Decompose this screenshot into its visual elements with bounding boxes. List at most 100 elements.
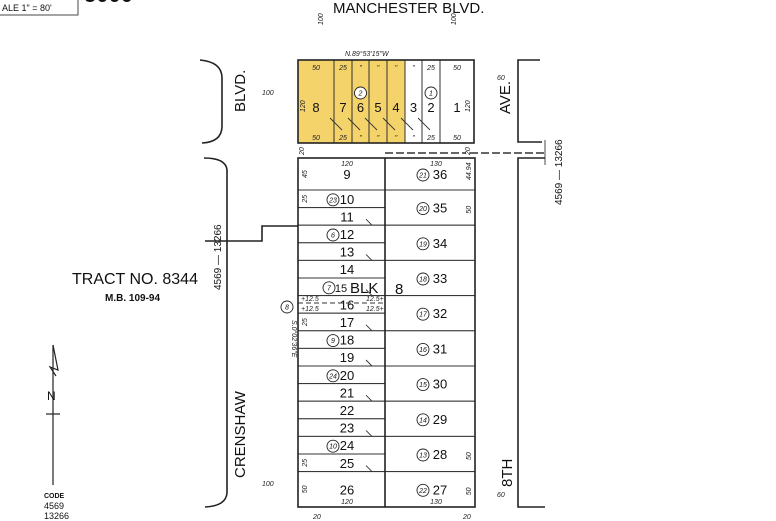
- lot-frontage: 50: [453, 65, 461, 72]
- parcel-number: 1: [429, 91, 433, 98]
- lot-number: 27: [433, 482, 447, 497]
- parcel-circle-icon: [326, 439, 340, 453]
- street-width-crenshaw-2: 100: [262, 90, 274, 97]
- scale-box: ALE 1" = 80' 5000: [0, 0, 133, 16]
- scale-label: ALE 1" = 80': [2, 3, 52, 13]
- lot-12[interactable]: 126: [297, 224, 386, 244]
- lot-tie-mark: [364, 117, 378, 131]
- lot-boundary: [297, 471, 386, 508]
- lot-26[interactable]: 26 120 50: [297, 471, 386, 508]
- lot-number: 19: [340, 350, 354, 365]
- lot-frontage: 25: [338, 135, 347, 142]
- lot-frontage: 25: [426, 135, 435, 142]
- parcel-circle-icon: [416, 413, 430, 427]
- lot-number: 30: [433, 377, 447, 392]
- lot-depth: 120: [300, 100, 307, 112]
- lot-frontage: ": [377, 65, 380, 72]
- lot-depth: 50: [466, 452, 473, 460]
- lot-22[interactable]: 22: [297, 400, 386, 420]
- parcel-circle-icon: [326, 228, 340, 242]
- lot-number: 21: [340, 385, 354, 400]
- lot-16[interactable]: 168+12.5+12.512.5+12.5+: [280, 295, 386, 314]
- alley-width: 20: [299, 147, 306, 156]
- parcel-number: 9: [331, 338, 335, 345]
- lot-number: 26: [340, 482, 354, 497]
- lot-number: 24: [340, 438, 354, 453]
- lot-number: 20: [340, 368, 354, 383]
- block-number: 8: [395, 281, 403, 298]
- parcel-circle-icon: [416, 272, 430, 286]
- north-label: N: [47, 389, 56, 403]
- lot-14[interactable]: 14: [297, 259, 386, 279]
- lot-number: 35: [433, 201, 447, 216]
- lot-number: 25: [340, 456, 354, 471]
- lot-depth: 25: [302, 195, 309, 204]
- lot-number: 8: [312, 100, 319, 115]
- lot-boundary: [384, 435, 476, 473]
- lot-frontage: 120: [341, 499, 353, 506]
- lot-18[interactable]: 189: [297, 330, 386, 349]
- code-boundary-west: [205, 225, 298, 242]
- parcel-circle-icon: [416, 307, 430, 321]
- street-eighth: 8TH: [499, 459, 516, 487]
- parcel-number: 17: [419, 312, 428, 319]
- south-block-outline: [297, 157, 476, 508]
- bearing-west: S.0°02'36"E: [290, 320, 298, 358]
- lot-tie-mark: [382, 117, 396, 131]
- parcel-number: 6: [331, 233, 335, 240]
- parcel-circle-icon: [280, 300, 294, 314]
- parcel-number: 2: [358, 91, 363, 98]
- lot-number: 31: [433, 341, 447, 356]
- parcel-circle-icon: [416, 202, 430, 216]
- alley-width-2: 20: [465, 147, 472, 156]
- parcel-number: 23: [328, 197, 337, 204]
- lot-frontage: 50: [453, 135, 461, 142]
- parcel-circle-icon: [416, 448, 430, 462]
- alley-width-4: 20: [462, 514, 471, 521]
- lot-depth: 120: [465, 100, 472, 112]
- split-dim: +12.5: [301, 306, 319, 313]
- lot-frontage: ": [395, 65, 398, 72]
- lot-number: 16: [340, 297, 354, 312]
- lot-frontage: ": [359, 135, 362, 142]
- lot-number: 28: [433, 447, 447, 462]
- lot-tie-mark: [417, 117, 431, 131]
- street-crenshaw-blvd: BLVD.: [232, 70, 249, 112]
- lot-number: 29: [433, 412, 447, 427]
- street-width-manchester: 100: [318, 13, 325, 25]
- lot-6[interactable]: 6""2: [347, 59, 370, 144]
- street-width-eighth: 60: [497, 75, 505, 82]
- street-width-eighth-2: 60: [497, 492, 505, 499]
- parcel-number: 24: [328, 373, 337, 380]
- lot-depth: 50: [466, 206, 473, 214]
- parcel-circle-icon: [416, 168, 430, 182]
- lot-depth: 50: [302, 485, 309, 493]
- lot-boundary: [384, 400, 476, 437]
- lot-frontage: 120: [341, 161, 353, 168]
- lot-number: 17: [340, 315, 354, 330]
- parcel-circle-icon: [322, 281, 336, 295]
- parcel-circle-icon: [416, 237, 430, 251]
- lot-number: 11: [340, 209, 354, 224]
- lot-depth: 45: [302, 170, 309, 178]
- parcel-number: 18: [419, 277, 427, 284]
- lot-number: 6: [357, 100, 364, 115]
